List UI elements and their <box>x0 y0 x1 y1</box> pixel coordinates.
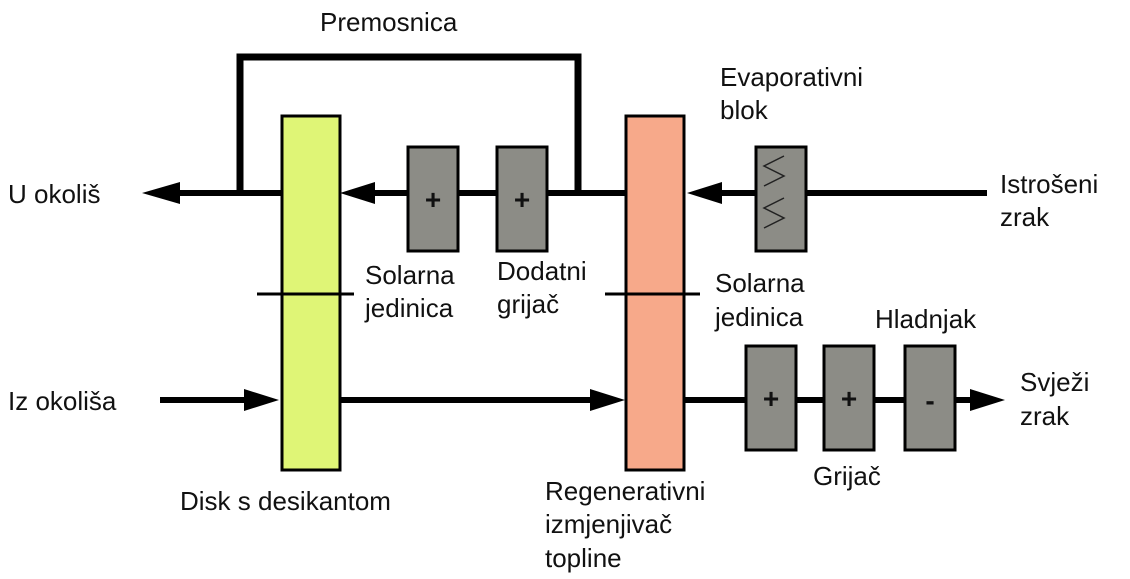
solar-unit-left-label-2: jedinica <box>364 293 454 323</box>
solar-unit-top-box <box>406 145 460 253</box>
heater-1-sign: + <box>763 383 779 414</box>
solar-unit-right-label-2: jedinica <box>714 302 804 332</box>
from-environment-label: Iz okoliša <box>8 386 117 416</box>
fresh-air-label-2: zrak <box>1020 401 1070 431</box>
solar-unit-left-label-1: Solarna <box>365 260 455 290</box>
exhaust-air-label-1: Istrošeni <box>1000 169 1098 199</box>
evaporative-pad-icon <box>762 155 786 187</box>
extra-heater-box <box>495 145 549 253</box>
cooler-label: Hladnjak <box>875 304 977 334</box>
extra-heater-label-1: Dodatni <box>497 256 587 286</box>
evaporative-pad-icon-2 <box>762 197 786 229</box>
to-environment-label: U okoliš <box>8 179 100 209</box>
arrow-into-desiccant-bottom <box>244 389 279 411</box>
regenerative-label-1: Regenerativni <box>545 476 705 506</box>
heater-label: Grijač <box>813 461 881 491</box>
solar-unit-right-label-1: Solarna <box>715 268 805 298</box>
cooler-box <box>903 344 957 452</box>
heater-2-sign: + <box>841 383 857 414</box>
arrow-into-regenerator-bottom <box>590 389 625 411</box>
arrow-into-regenerator-top <box>687 182 722 204</box>
extra-heater-sign: + <box>514 184 530 215</box>
regenerative-label-3: topline <box>545 543 622 573</box>
evaporative-block <box>754 145 808 253</box>
desiccant-disk-label: Disk s desikantom <box>180 486 391 516</box>
solar-unit-top-sign: + <box>425 184 441 215</box>
regenerative-label-2: izmjenjivač <box>545 509 672 539</box>
arrow-into-desiccant-top <box>340 182 375 204</box>
fresh-air-label-1: Svježi <box>1020 367 1089 397</box>
extra-heater-label-2: grijač <box>497 289 559 319</box>
arrow-to-environment <box>142 182 180 204</box>
bypass-label: Premosnica <box>320 7 458 37</box>
exhaust-air-label-2: zrak <box>1000 202 1050 232</box>
bypass-line <box>236 53 582 193</box>
arrow-fresh-air <box>970 389 1005 411</box>
heater-box-2 <box>822 344 876 452</box>
evaporative-label-2: blok <box>720 95 769 125</box>
heater-box-1 <box>744 344 798 452</box>
evaporative-label-1: Evaporativni <box>720 62 863 92</box>
cooler-sign: - <box>925 385 934 416</box>
